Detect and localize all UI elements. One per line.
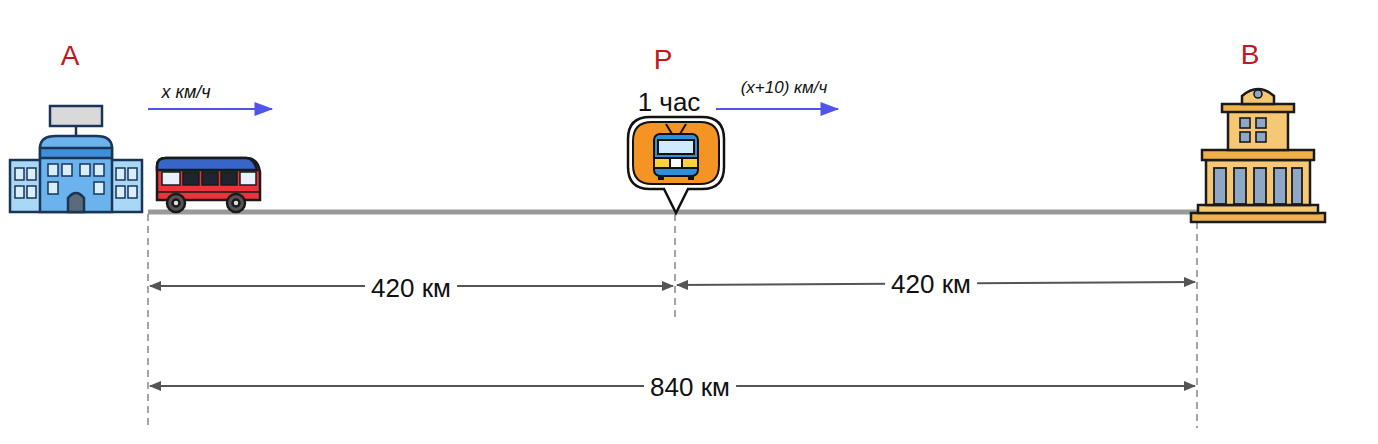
point-name: B (1241, 40, 1260, 71)
point-name: A (61, 41, 80, 72)
bus (157, 158, 260, 212)
speed-arrows (148, 108, 838, 110)
point-name: P (654, 45, 673, 76)
stop-time-label: 1 час (638, 88, 701, 117)
stop-marker (628, 117, 724, 213)
dimension-arrows (150, 282, 1195, 386)
station-building-a (10, 106, 142, 212)
station-building-b (1191, 89, 1325, 222)
speed-label: x км/ч (161, 83, 210, 103)
road (148, 210, 1197, 215)
speed-label: (x+10) км/ч (741, 79, 828, 98)
distance-label: 420 км (885, 270, 977, 299)
dimension-guides (148, 214, 1197, 428)
distance-label: 840 км (644, 373, 736, 402)
distance-label: 420 км (365, 274, 457, 303)
